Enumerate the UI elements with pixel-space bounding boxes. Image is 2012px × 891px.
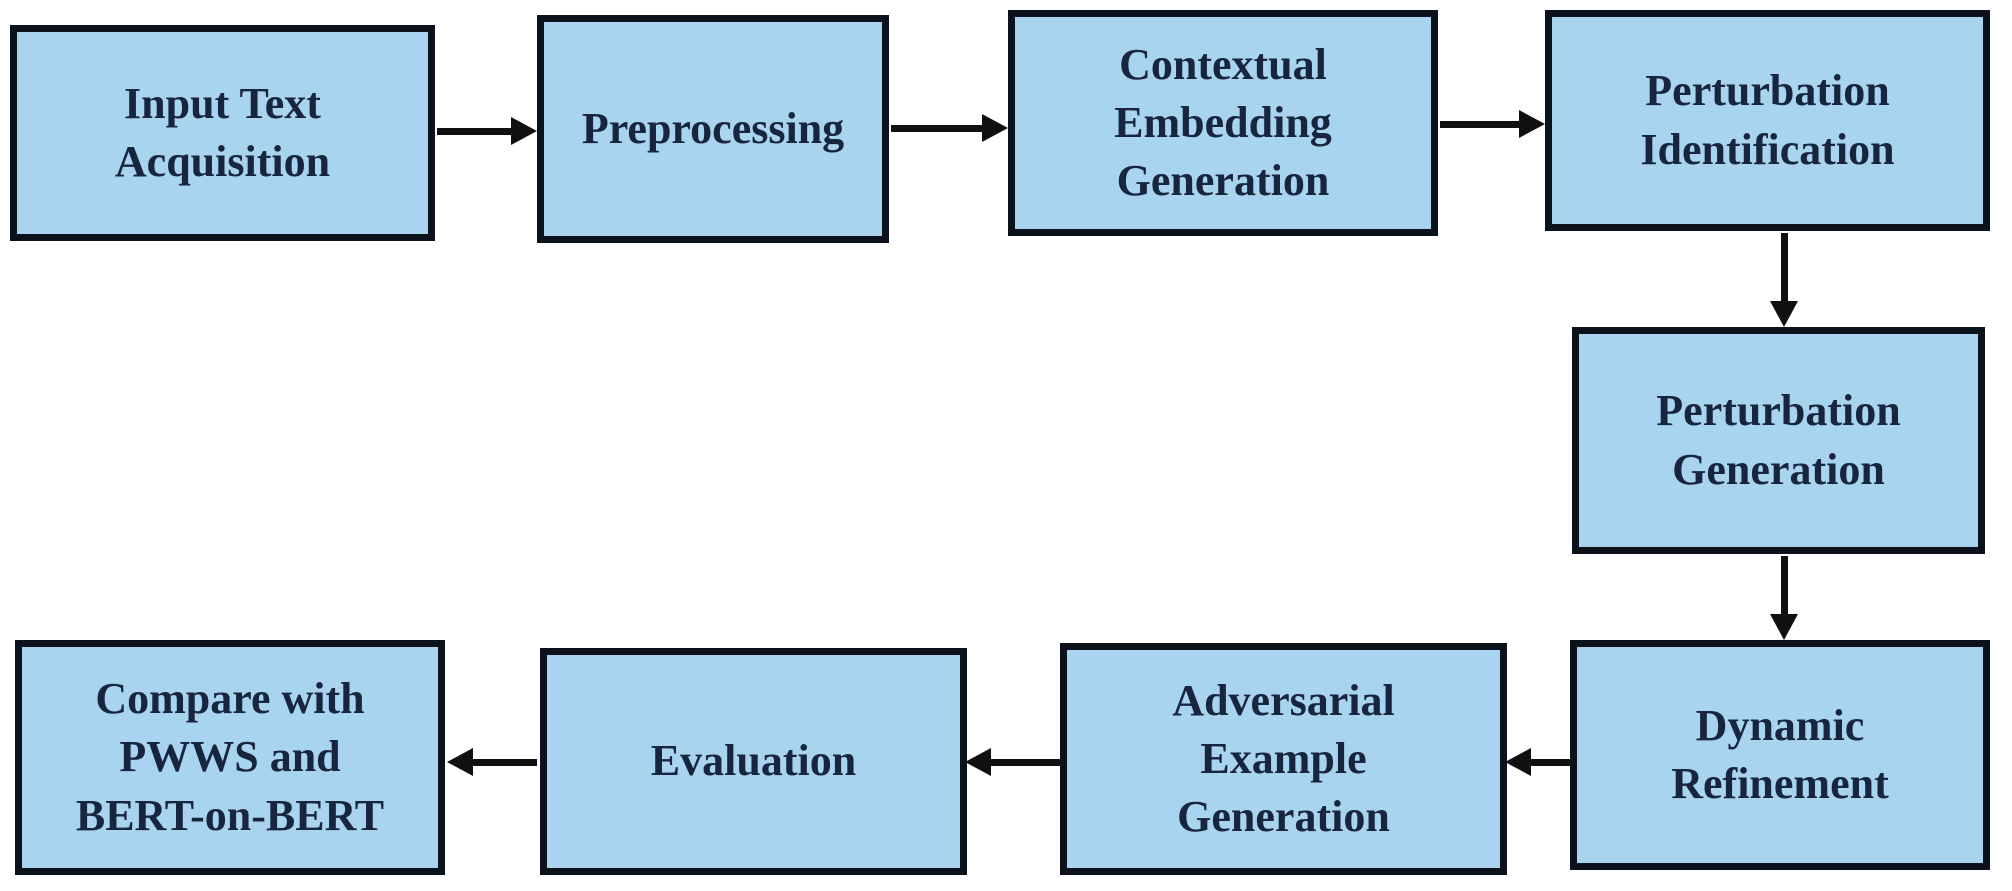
node-label: Compare with PWWS and BERT-on-BERT: [75, 674, 385, 840]
node-input-text-acquisition: Input Text Acquisition: [10, 25, 435, 241]
node-dynamic-refinement: Dynamic Refinement: [1570, 640, 1990, 870]
node-label: Adversarial Example Generation: [1172, 675, 1395, 842]
arrow-contextual-embedding-to-perturbation-identification-icon: [1440, 110, 1545, 138]
node-label: Contextual Embedding Generation: [1114, 39, 1332, 206]
node-label: Input Text Acquisition: [114, 78, 331, 186]
node-evaluation: Evaluation: [540, 648, 967, 875]
node-label: Preprocessing: [581, 103, 845, 153]
node-perturbation-generation: Perturbation Generation: [1572, 327, 1985, 554]
arrow-adversarial-example-to-evaluation-icon: [965, 748, 1060, 776]
arrow-perturbation-generation-to-dynamic-refinement-icon: [1770, 556, 1798, 640]
arrow-dynamic-refinement-to-adversarial-example-icon: [1505, 748, 1570, 776]
arrow-evaluation-to-compare-icon: [447, 748, 537, 776]
node-preprocessing: Preprocessing: [537, 15, 889, 243]
arrow-preprocessing-to-contextual-embedding-icon: [891, 114, 1008, 142]
node-label: Evaluation: [650, 736, 857, 786]
node-adversarial-example-generation: Adversarial Example Generation: [1060, 643, 1507, 875]
arrow-input-text-to-preprocessing-icon: [437, 117, 537, 145]
node-label: Perturbation Identification: [1640, 66, 1895, 174]
node-perturbation-identification: Perturbation Identification: [1545, 10, 1990, 231]
node-compare-with-pwws-and-bert-on-bert: Compare with PWWS and BERT-on-BERT: [15, 640, 445, 875]
node-label: Dynamic Refinement: [1671, 700, 1889, 808]
node-contextual-embedding-generation: Contextual Embedding Generation: [1008, 10, 1438, 236]
arrow-perturbation-identification-to-generation-icon: [1770, 233, 1798, 327]
node-label: Perturbation Generation: [1656, 386, 1901, 494]
